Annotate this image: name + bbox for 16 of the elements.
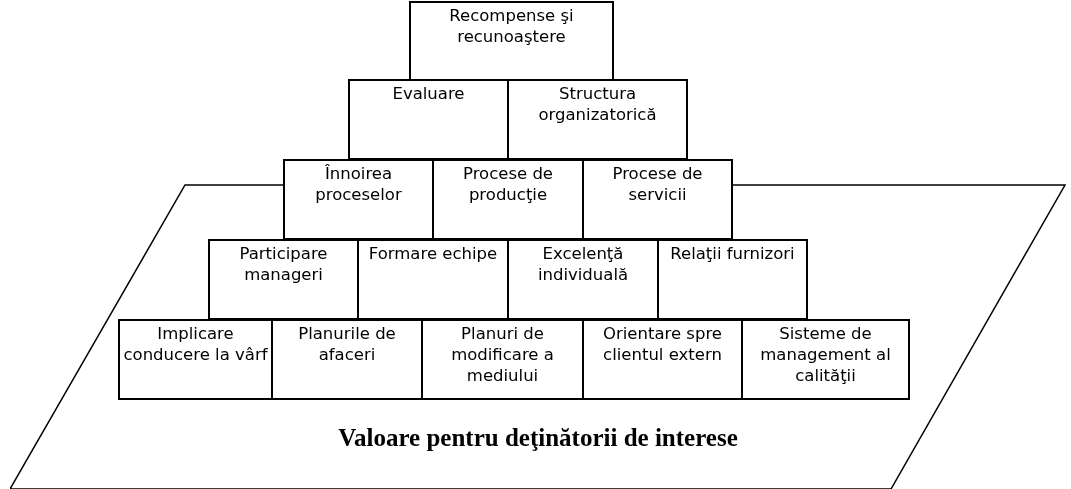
pyramid-block: Înnoirea proceselor [283,159,434,240]
pyramid-block: Procese de producţie [432,159,584,240]
pyramid-block: Procese de servicii [582,159,733,240]
pyramid-block: Recompense şi recunoaştere [409,1,614,81]
pyramid-block: Planurile de afaceri [271,319,423,400]
pyramid-block: Relaţii furnizori [657,239,808,320]
pyramid-block: Participare manageri [208,239,359,320]
pyramid-block: Sisteme de management al calităţii [741,319,910,400]
pyramid-block: Orientare spre clientul extern [582,319,743,400]
pyramid-block: Excelenţă individuală [507,239,659,320]
pyramid-block: Structura organizatorică [507,79,688,160]
pyramid-block: Implicare conducere la vârf [118,319,273,400]
pyramid-block: Formare echipe [357,239,509,320]
base-title: Valoare pentru deţinătorii de interese [337,424,739,452]
pyramid-block: Planuri de modificare a mediului [421,319,584,400]
pyramid-block: Evaluare [348,79,509,160]
